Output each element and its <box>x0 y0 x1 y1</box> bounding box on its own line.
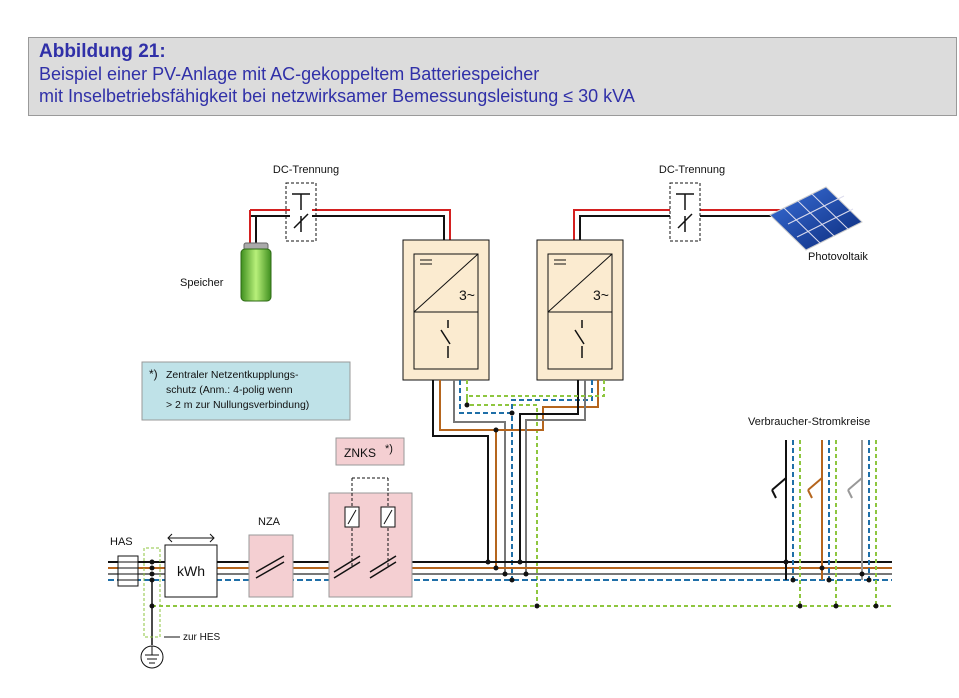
caption-line-1: Beispiel einer PV-Anlage mit AC-gekoppel… <box>39 64 540 84</box>
znks-switch <box>328 477 413 598</box>
note-line-3: > 2 m zur Nullungsverbindung) <box>166 399 309 411</box>
inverter-left-phase: 3~ <box>459 287 475 303</box>
earth-icon <box>140 547 164 669</box>
znks-box <box>335 437 405 466</box>
meter-box <box>164 533 218 598</box>
inverter-right <box>536 239 624 381</box>
inverter-left <box>402 239 490 381</box>
main-busbar <box>108 561 892 607</box>
pv-panel-icon <box>769 186 863 251</box>
consumers-label: Verbraucher-Stromkreise <box>748 416 870 428</box>
nza-switch <box>248 534 294 598</box>
nza-label: NZA <box>258 516 281 528</box>
note-line-2: schutz (Anm.: 4-polig wenn <box>166 384 293 396</box>
meter-label: kWh <box>177 563 205 579</box>
hes-label: zur HES <box>183 632 221 643</box>
znks-mark: *) <box>385 443 393 455</box>
caption-heading: Abbildung 21: <box>39 41 166 62</box>
note-box <box>141 361 351 421</box>
has-label: HAS <box>110 536 133 548</box>
dc-wiring <box>249 209 790 246</box>
dc-disconnect-left <box>285 182 317 242</box>
caption-line-2: mit Inselbetriebsfähigkeit bei netzwirks… <box>39 86 635 106</box>
consumer-circuits <box>771 440 877 606</box>
dc-disconnect-right-label: DC-Trennung <box>659 164 725 176</box>
note-line-1: Zentraler Netzentkupplungs- <box>166 369 299 381</box>
ac-inverter-wiring <box>432 380 605 606</box>
battery-icon <box>240 242 272 302</box>
note-mark: *) <box>149 367 158 381</box>
dc-disconnect-right <box>669 182 701 242</box>
pv-label: Photovoltaik <box>808 251 868 263</box>
dc-disconnect-left-label: DC-Trennung <box>273 164 339 176</box>
znks-label: ZNKS <box>344 446 376 460</box>
storage-label: Speicher <box>180 277 224 289</box>
junction-dots <box>149 402 879 609</box>
figure-caption: Abbildung 21: Beispiel einer PV-Anlage m… <box>28 37 957 116</box>
inverter-right-phase: 3~ <box>593 287 609 303</box>
house-connection-box <box>117 555 139 587</box>
